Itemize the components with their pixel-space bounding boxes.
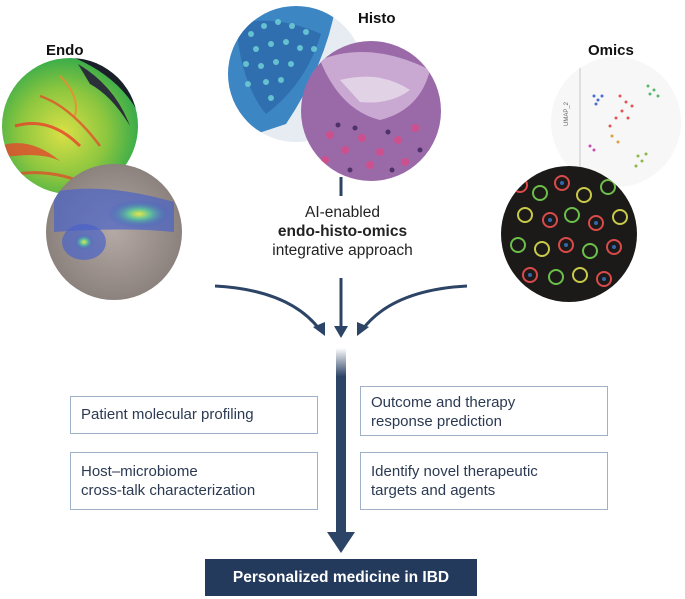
center-line-3: integrative approach [272,242,413,259]
outcome-line-1: Outcome and therapy [371,394,516,411]
center-line-1: AI-enabled [305,204,380,221]
center-line-2: endo-histo-omics [277,223,408,240]
main-arrowhead [327,532,355,553]
center-description: AI-enabled endo-histo-omics integrative … [210,203,475,260]
histo-stain-image-blue [228,6,364,142]
omics-umap-image: UMAP_2 [551,57,681,187]
outcome-prediction-box: Outcome and therapy response prediction [360,386,608,436]
personalized-medicine-box: Personalized medicine in IBD [205,559,477,596]
endo-curved-arrow [214,284,322,331]
host-microbiome-box: Host–microbiome cross-talk characterizat… [70,452,318,510]
histo-stain-image-purple [301,41,441,181]
umap-axis-label: UMAP_2 [564,101,570,126]
patient-profiling-box: Patient molecular profiling [70,396,318,434]
identify-line-1: Identify novel therapeutic [371,463,538,480]
endo-attention-image [46,164,182,300]
host-line-1: Host–microbiome [81,463,198,480]
main-shaft [336,348,346,538]
omics-cell-image [501,166,637,302]
omics-arrowhead [357,322,369,336]
endo-label: Endo [46,42,84,59]
identify-targets-box: Identify novel therapeutic targets and a… [360,452,608,510]
patient-profiling-text: Patient molecular profiling [81,406,254,423]
host-line-2: cross-talk characterization [81,482,256,499]
outcome-line-2: response prediction [371,413,502,430]
personalized-medicine-label: Personalized medicine in IBD [232,568,450,586]
omics-curved-arrow [360,284,468,331]
identify-line-2: targets and agents [371,482,496,499]
histo-label: Histo [358,10,396,27]
center-arrowhead [334,326,348,338]
endo-arrowhead [313,322,325,336]
omics-label: Omics [588,42,634,59]
